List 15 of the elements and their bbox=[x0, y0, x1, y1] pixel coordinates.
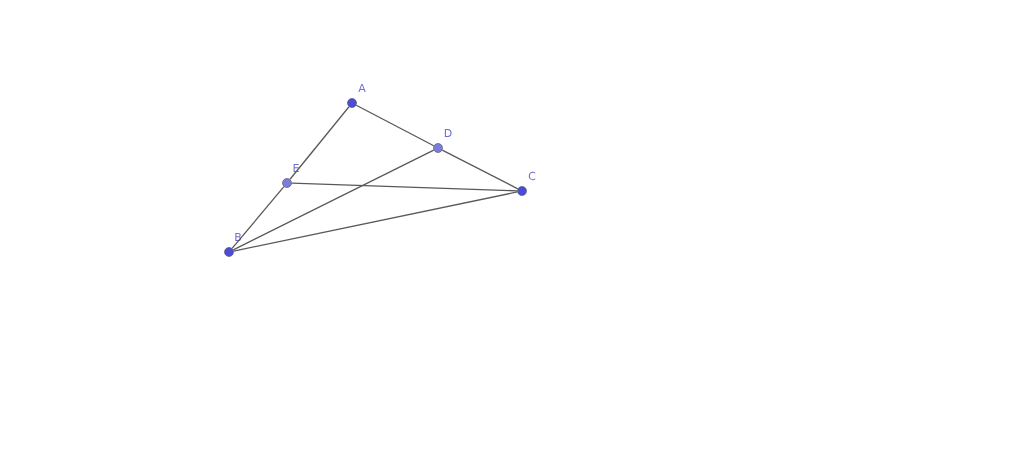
segment bbox=[291, 182, 518, 192]
node-label: C bbox=[528, 171, 536, 181]
segment bbox=[355, 104, 435, 147]
point: C bbox=[517, 171, 536, 196]
point: D bbox=[433, 129, 452, 153]
point: B bbox=[224, 233, 241, 257]
segment bbox=[289, 106, 350, 180]
segment bbox=[233, 191, 518, 252]
node-label: A bbox=[358, 83, 366, 92]
segment bbox=[232, 149, 435, 251]
segment bbox=[231, 186, 285, 249]
point: A bbox=[347, 84, 366, 108]
node-label: B bbox=[235, 232, 241, 241]
segment bbox=[441, 149, 519, 190]
node-label: D bbox=[444, 128, 452, 137]
